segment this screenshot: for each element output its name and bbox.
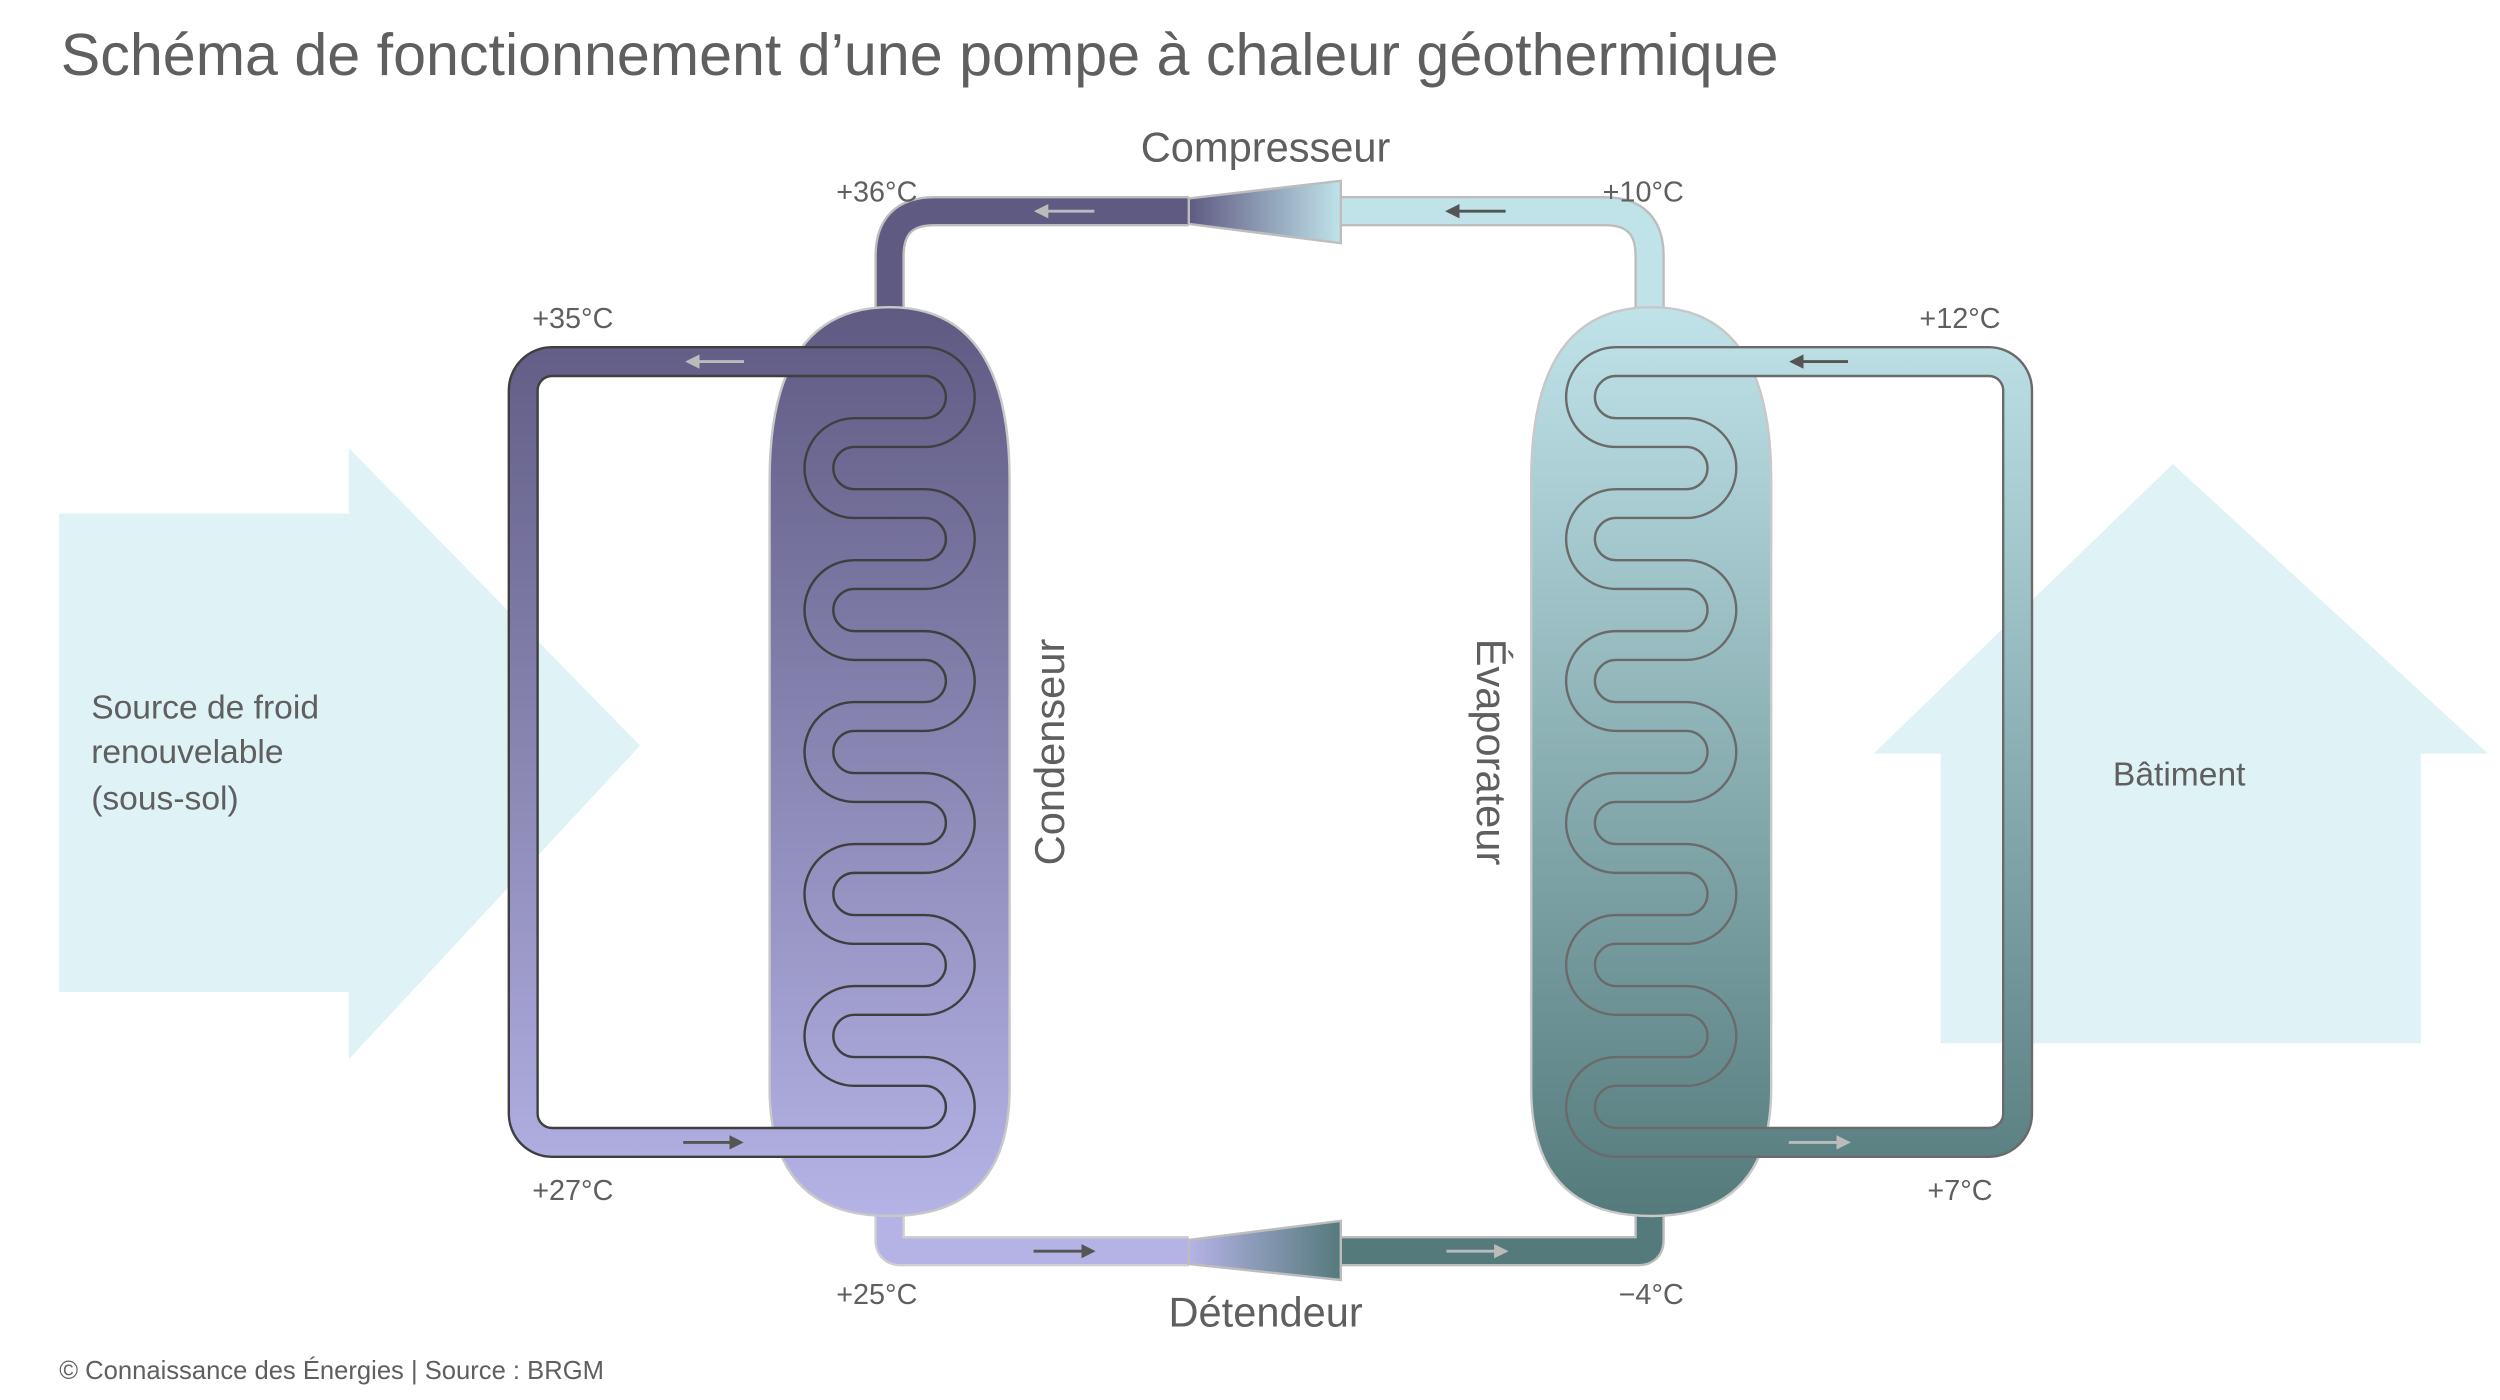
temp-compressor-in: +10°C (1603, 177, 1684, 209)
temp-condenser-out: +25°C (836, 1279, 917, 1311)
footer-credit: © Connaissance des Énergies | Source : B… (59, 1356, 604, 1385)
expansion-valve-icon (1187, 1219, 1342, 1282)
diagram-title: Schéma de fonctionnement d’une pompe à c… (61, 21, 1779, 88)
evaporator-label: Évaporateur (1468, 639, 1515, 866)
compressor-inlet-pipe (1340, 196, 1665, 308)
temp-evaporator-loop-in: +12°C (1919, 303, 2000, 335)
building-label: Bâtiment (2113, 757, 2246, 794)
source-label: Source de froid renouvelable (sous-sol) (91, 689, 328, 817)
ground-source-arrow (59, 448, 640, 1060)
temp-condenser-loop-in: +27°C (532, 1175, 613, 1207)
temp-expansion-out: −4°C (1619, 1279, 1684, 1311)
temp-compressor-out: +36°C (836, 177, 917, 209)
compressor-outlet-pipe (874, 196, 1189, 308)
compressor-label: Compresseur (1141, 124, 1391, 171)
building-shape (1873, 464, 2488, 1044)
expansion-valve-label: Détendeur (1168, 1288, 1362, 1335)
condenser-label: Condenseur (1026, 639, 1073, 866)
compressor-icon (1187, 179, 1342, 245)
temp-evaporator-loop-out: +7°C (1927, 1175, 1992, 1207)
temp-condenser-loop-out: +35°C (532, 303, 613, 335)
